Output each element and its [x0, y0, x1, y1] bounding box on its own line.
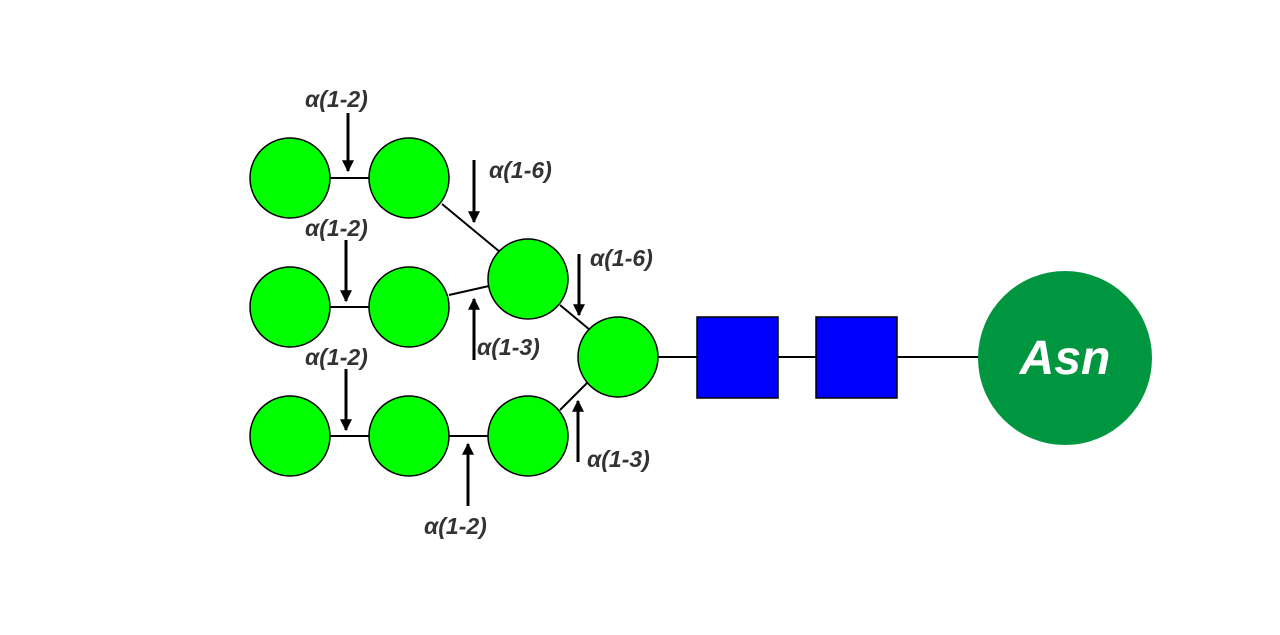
glcnac-residues [696, 316, 898, 399]
label-a13-core: α(1-3) [587, 446, 650, 472]
mannose-residue-row3-a [249, 395, 331, 477]
mannose-residue-row3-b [368, 395, 450, 477]
mannose-residue-core [577, 316, 659, 398]
label-a12-top: α(1-2) [305, 86, 368, 112]
asn-circle [978, 271, 1152, 445]
mannose-residue-a16-branch [487, 238, 569, 320]
mannose-residue-row3-c [487, 395, 569, 477]
glcnac-residue-1 [696, 316, 779, 399]
bond-man2-man-a16branch [441, 203, 501, 253]
label-a12-low: α(1-2) [305, 344, 368, 370]
linkage-arrows [340, 113, 585, 506]
label-a13-upper: α(1-3) [477, 334, 540, 360]
label-a16-core: α(1-6) [590, 245, 653, 271]
bond-man4-man-a16branch [448, 285, 490, 296]
mannose-residue-row1-b [368, 137, 450, 219]
mannose-residue-row2-a [249, 266, 331, 348]
asn-residue: Asn [978, 271, 1152, 445]
mannose-residue-row1-a [249, 137, 331, 219]
label-a12-mid: α(1-2) [305, 215, 368, 241]
label-a16-upper: α(1-6) [489, 157, 552, 183]
linkage-labels: α(1-2) α(1-6) α(1-2) α(1-6) α(1-3) α(1-2… [305, 86, 653, 539]
bond-a16branch-core-man [559, 304, 591, 331]
glcnac-residue-2 [815, 316, 898, 399]
mannose-residue-row2-b [368, 266, 450, 348]
label-a12-bottom: α(1-2) [424, 513, 487, 539]
bonds [330, 177, 980, 437]
asn-label: Asn [1019, 332, 1111, 385]
bond-man7-core-man [559, 381, 589, 411]
mannose-residues [249, 137, 659, 477]
